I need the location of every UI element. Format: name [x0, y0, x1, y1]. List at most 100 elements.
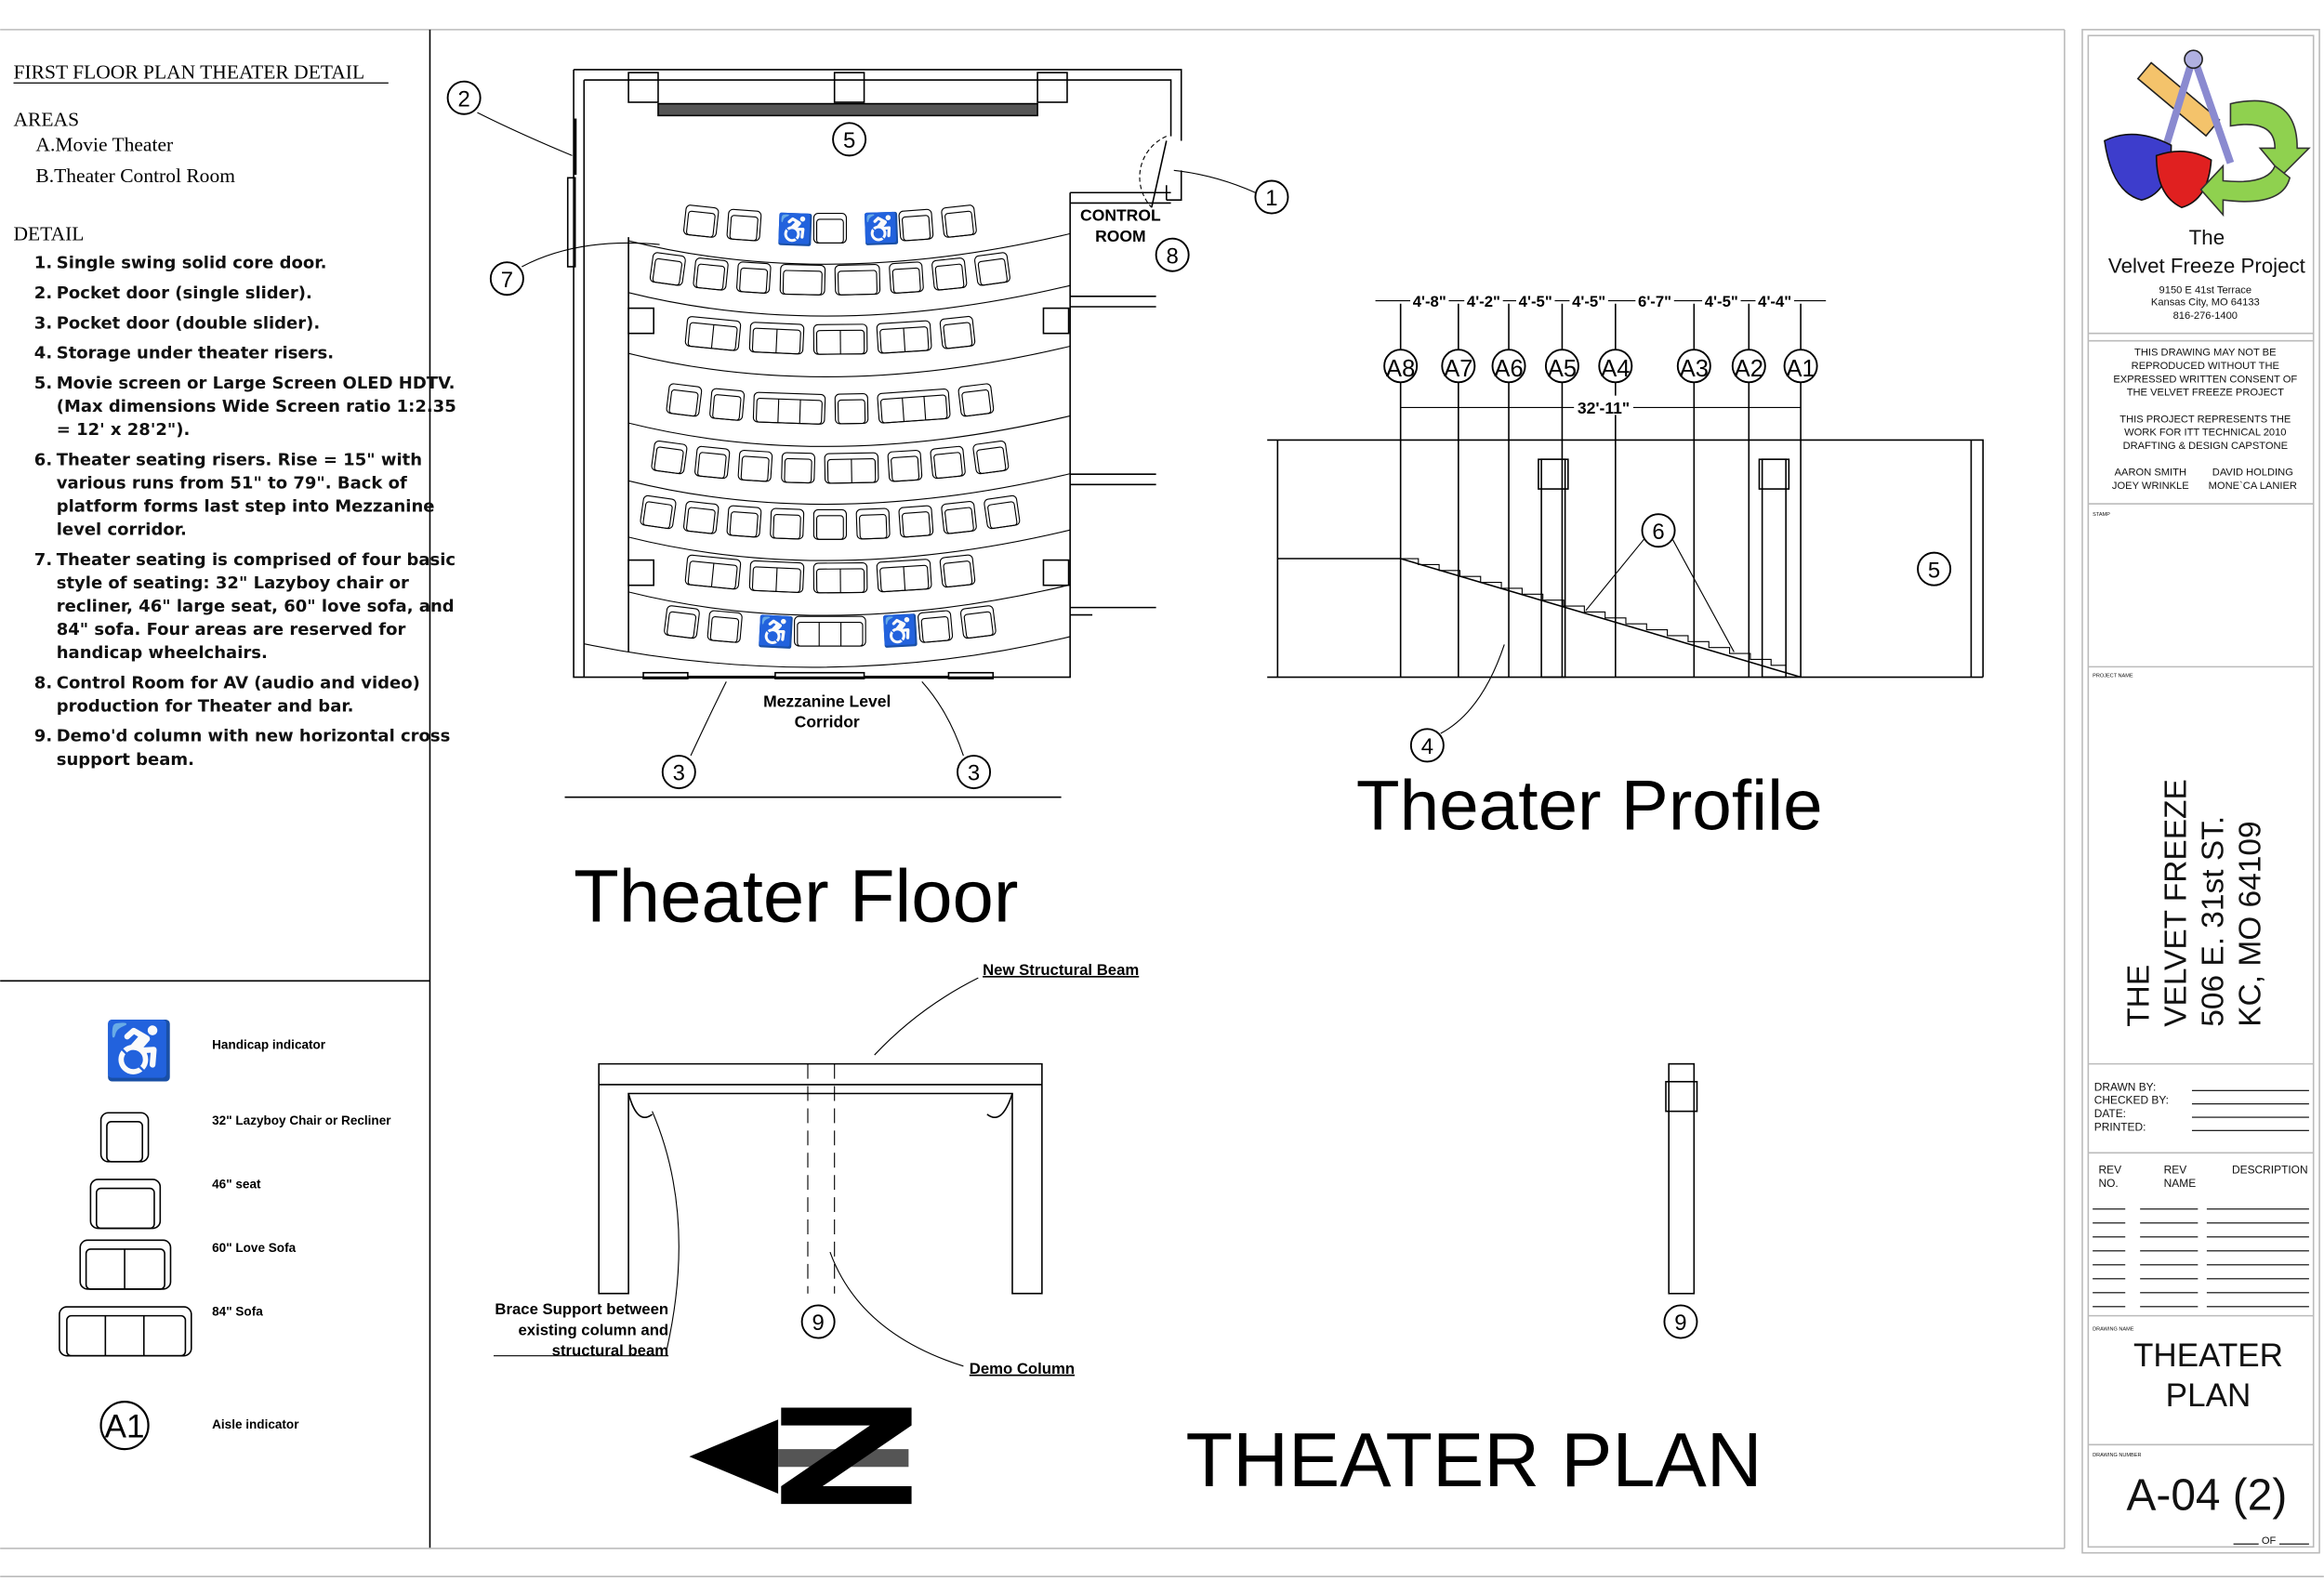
- seat: [748, 322, 805, 355]
- seat: [887, 449, 923, 482]
- seat: [752, 391, 826, 425]
- callout-number: 5: [1928, 558, 1940, 583]
- riser-edge: [584, 636, 1071, 668]
- seat: [682, 501, 720, 534]
- aisle-marker: A6: [1491, 349, 1526, 384]
- handicap-icon: ♿: [757, 614, 796, 650]
- aisle-marker: A5: [1544, 349, 1579, 384]
- detail-number: 5.: [34, 374, 52, 393]
- callout-marker: 1: [1254, 179, 1289, 215]
- project-name-line: VELVET FREEZE: [2159, 779, 2194, 1027]
- seat: [834, 264, 881, 296]
- team-member: AARON SMITH: [2115, 468, 2186, 479]
- detail-number: 3.: [34, 313, 52, 333]
- callout-marker: 3: [661, 755, 696, 790]
- seat: [812, 508, 847, 540]
- seat: [939, 315, 976, 349]
- callout-number: 2: [457, 86, 469, 112]
- detail-number: 1.: [34, 254, 52, 273]
- dimension-label: 4'-5": [1519, 293, 1552, 310]
- notice-line: EXPRESSED WRITTEN CONSENT OF: [2113, 374, 2297, 385]
- seat: [898, 208, 934, 242]
- drawn-field-label: CHECKED BY:: [2094, 1094, 2169, 1107]
- callout-marker: 4: [1409, 728, 1445, 763]
- company-logo: [2104, 49, 2311, 217]
- riser-edge: [627, 415, 1071, 447]
- callout-number: 7: [501, 268, 513, 293]
- theater-profile-title: Theater Profile: [1356, 767, 1823, 846]
- detail-number: 7.: [34, 550, 52, 570]
- rev-no-header: REV: [2099, 1164, 2122, 1177]
- notice-line: THIS DRAWING MAY NOT BE: [2134, 348, 2276, 359]
- aisle-marker: A2: [1731, 349, 1766, 384]
- seat: [748, 560, 805, 594]
- seat: [726, 208, 762, 242]
- demo-column-label: Demo Column: [970, 1360, 1075, 1377]
- detail-text: Single swing solid core door.: [57, 254, 327, 273]
- detail-number: 9.: [34, 727, 52, 746]
- detail-list: 1.Single swing solid core door.2.Pocket …: [34, 254, 456, 770]
- detail-text: level corridor.: [57, 520, 187, 540]
- aisle-label: A1: [1786, 356, 1815, 382]
- company-address-2: Kansas City, MO 64133: [2151, 296, 2260, 308]
- seat: [694, 445, 731, 480]
- team-member: DAVID HOLDING: [2212, 468, 2293, 479]
- seat: [684, 316, 742, 351]
- riser-edge: [627, 473, 1071, 506]
- legend-handicap: Handicap indicator: [212, 1038, 326, 1052]
- north-arrow-icon: [689, 1407, 912, 1505]
- company-address-1: 9150 E 41st Terrace: [2159, 285, 2252, 296]
- legend-sofa60: 60" Love Sofa: [212, 1241, 296, 1255]
- riser-edge: [627, 284, 1071, 317]
- notice-line: THE VELVET FREEZE PROJECT: [2127, 388, 2284, 399]
- detail-text: production for Theater and bar.: [57, 696, 354, 716]
- detail-text: Movie screen or Large Screen OLED HDTV.: [57, 374, 456, 393]
- detail-text: platform forms last step into Mezzanine: [57, 496, 435, 516]
- drawing-number: A-04 (2): [2127, 1470, 2288, 1520]
- area-b: B.Theater Control Room: [35, 165, 235, 187]
- notice-line: REPRODUCED WITHOUT THE: [2132, 361, 2279, 372]
- seat: [726, 505, 762, 538]
- detail-text: recliner, 46" large seat, 60" love sofa,…: [57, 597, 455, 616]
- sheet-title: THEATER PLAN: [1186, 1416, 1763, 1503]
- seat: [736, 261, 772, 294]
- detail-heading: DETAIL: [14, 222, 85, 244]
- aisle-label: A7: [1444, 356, 1472, 382]
- detail-text: 84" sofa. Four areas are reserved for: [57, 620, 406, 639]
- corridor-label-2: Corridor: [795, 713, 860, 731]
- notes-panel: FIRST FLOOR PLAN THEATER DETAIL AREAS A.…: [13, 60, 456, 770]
- detail-text: handicap wheelchairs.: [57, 643, 268, 663]
- rev-no-header-2: NO.: [2099, 1177, 2119, 1190]
- callout-marker: 5: [832, 122, 867, 157]
- dimension-label: 6'-7": [1638, 293, 1671, 310]
- dimension-label: 4'-5": [1572, 293, 1605, 310]
- seat: [931, 257, 968, 291]
- aisle-label: A5: [1548, 356, 1577, 382]
- movie-screen: [657, 102, 1038, 117]
- seat: [939, 554, 976, 588]
- callout-number: 9: [1674, 1311, 1686, 1336]
- drawn-field-label: PRINTED:: [2094, 1120, 2146, 1133]
- leader-lines: [477, 112, 1256, 757]
- legend-aisle: Aisle indicator: [212, 1417, 299, 1431]
- legend-chair32: 32" Lazyboy Chair or Recliner: [212, 1113, 391, 1127]
- seat: [709, 388, 746, 421]
- callout-marker: 2: [446, 80, 482, 115]
- description-header: DESCRIPTION: [2232, 1164, 2308, 1177]
- seat: [973, 252, 1010, 286]
- legend-sofa84: 84" Sofa: [212, 1305, 263, 1319]
- riser-edge: [627, 232, 1071, 265]
- seat: [889, 261, 924, 294]
- aisle-label: A6: [1494, 356, 1523, 382]
- svg-text:♿: ♿: [776, 212, 814, 246]
- dimension-label: 4'-2": [1467, 293, 1500, 310]
- pocket-doors: [642, 671, 995, 679]
- control-room-label: CONTROL: [1080, 206, 1161, 225]
- company-name: Velvet Freeze Project: [2108, 254, 2306, 277]
- seat: [834, 393, 869, 425]
- seat: [779, 264, 826, 296]
- callout-marker: 6: [1641, 513, 1676, 548]
